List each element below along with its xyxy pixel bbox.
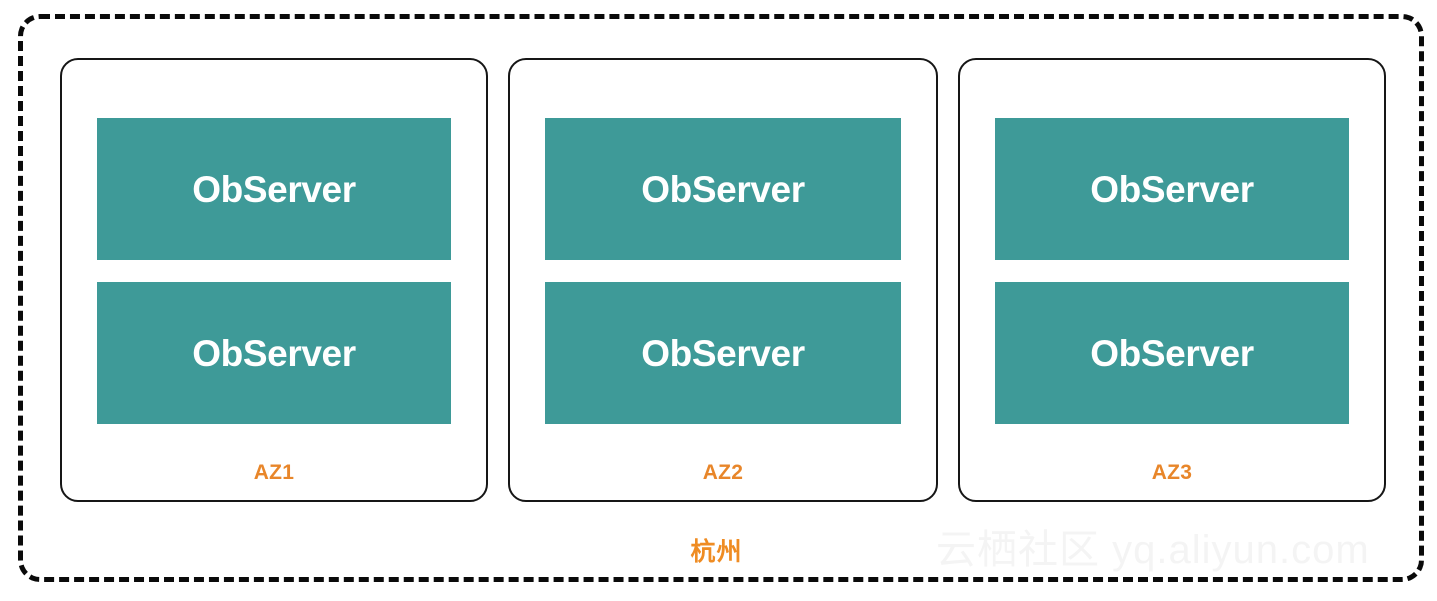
availability-zone-label: AZ3 — [1151, 461, 1193, 484]
observer-node[interactable]: ObServer — [995, 282, 1349, 424]
availability-zone-label: AZ2 — [702, 461, 744, 484]
observer-node-label: ObServer — [192, 332, 356, 374]
observer-node[interactable]: ObServer — [545, 282, 901, 424]
availability-zone-az2[interactable]: ObServer ObServer AZ2 — [508, 58, 938, 502]
observer-node-label: ObServer — [192, 168, 356, 210]
availability-zone-az3[interactable]: ObServer ObServer AZ3 — [958, 58, 1386, 502]
observer-node[interactable]: ObServer — [545, 118, 901, 260]
observer-node[interactable]: ObServer — [97, 282, 451, 424]
observer-node-label: ObServer — [641, 332, 805, 374]
observer-node[interactable]: ObServer — [97, 118, 451, 260]
observer-node-label: ObServer — [641, 168, 805, 210]
region-label: 杭州 — [690, 538, 743, 566]
observer-node-label: ObServer — [1090, 168, 1254, 210]
availability-zone-label: AZ1 — [253, 461, 295, 484]
observer-node[interactable]: ObServer — [995, 118, 1349, 260]
availability-zone-az1[interactable]: ObServer ObServer AZ1 — [60, 58, 488, 502]
observer-node-label: ObServer — [1090, 332, 1254, 374]
region-boundary — [18, 14, 1424, 582]
